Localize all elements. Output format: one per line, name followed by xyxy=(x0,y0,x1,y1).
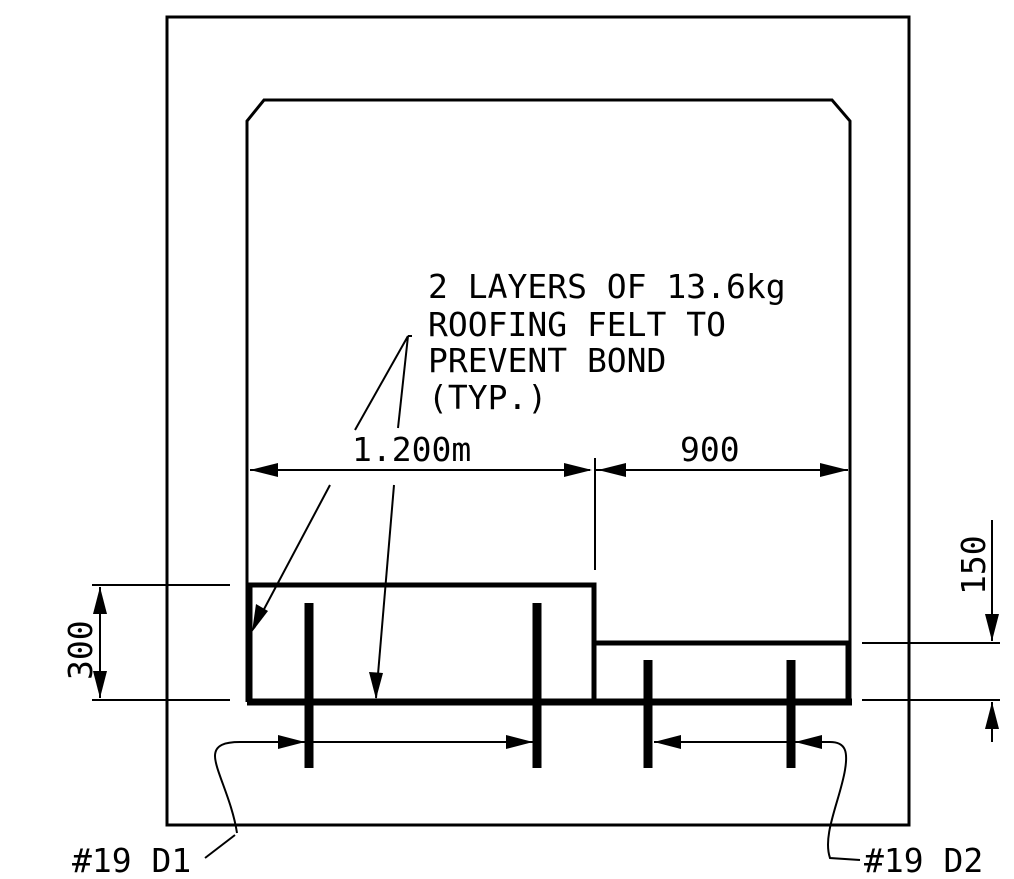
right-footing-block xyxy=(594,640,851,700)
note-line-3: PREVENT BOND xyxy=(428,341,666,380)
outer-boundary xyxy=(165,15,911,827)
left-footing-block xyxy=(247,582,597,700)
note-line-2: ROOFING FELT TO xyxy=(428,305,726,344)
note-line-1: 2 LAYERS OF 13.6kg xyxy=(428,267,786,306)
dim-label-right-width: 900 xyxy=(680,430,740,469)
inner-outline xyxy=(245,98,852,702)
bar-spacing-d1 xyxy=(213,735,533,834)
dim-label-right-step: 150 xyxy=(954,535,993,595)
dimension-left-width xyxy=(250,463,592,477)
dimension-right-step xyxy=(862,520,1000,742)
dim-label-left-width: 1.200m xyxy=(352,430,471,469)
bar-label-d1: #19 D1 xyxy=(72,841,191,879)
dimension-left-height xyxy=(92,584,230,701)
dimension-right-width xyxy=(596,463,848,477)
note-leaders xyxy=(252,335,412,699)
bar-spacing-d2 xyxy=(654,735,861,861)
d1-label-leader xyxy=(204,834,236,859)
dim-label-left-height: 300 xyxy=(61,620,100,680)
bar-label-d2: #19 D2 xyxy=(864,841,983,879)
note-line-4: (TYP.) xyxy=(428,378,547,417)
